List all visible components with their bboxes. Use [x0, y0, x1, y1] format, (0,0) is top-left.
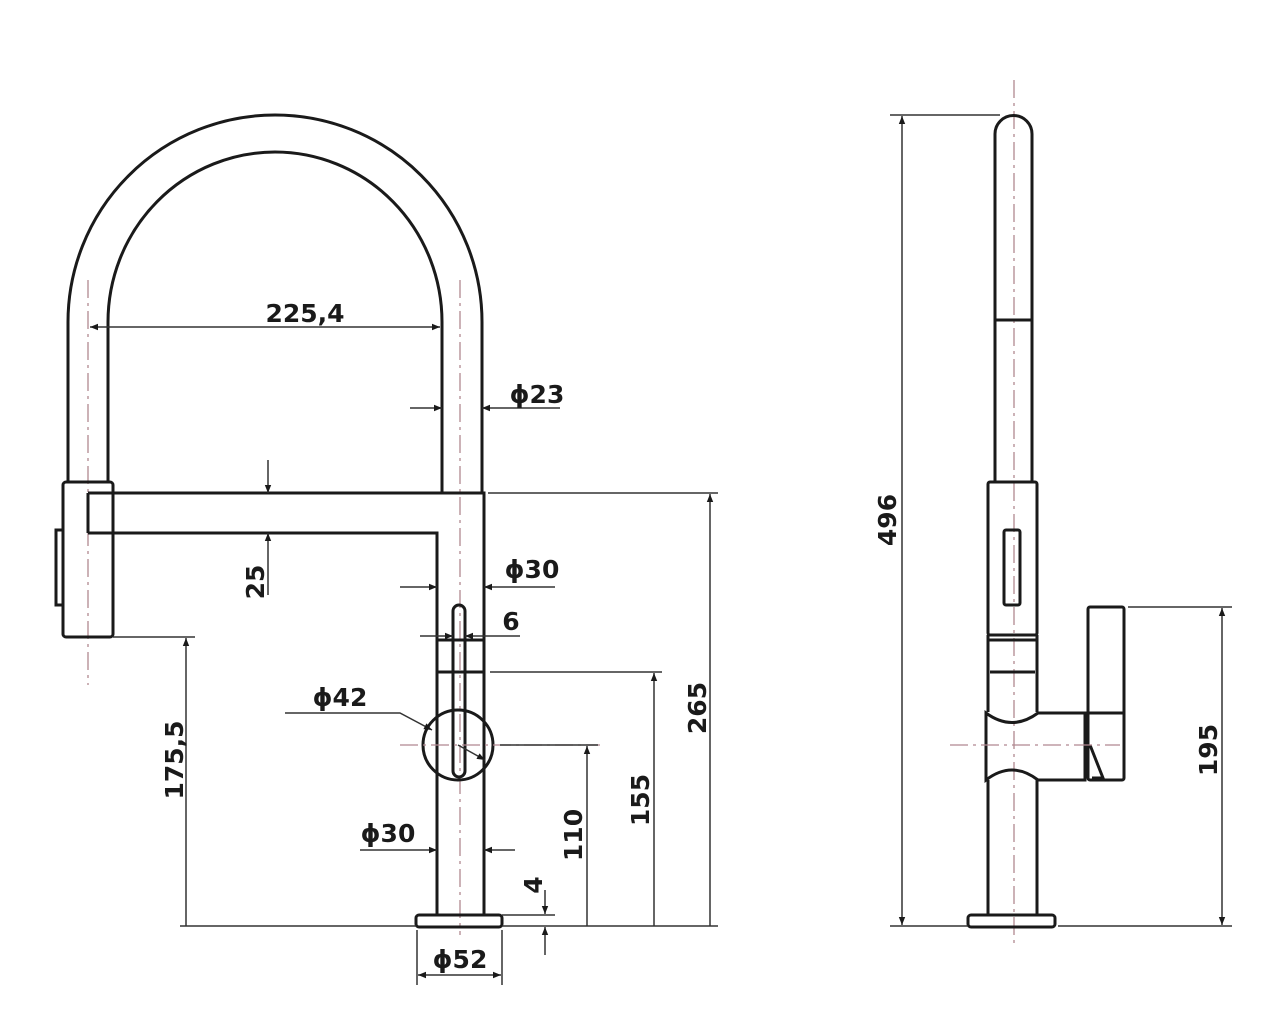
arch-inner	[106, 150, 444, 493]
dim-collar-height: 155	[626, 774, 655, 826]
dim-body-diameter-upper: ϕ30	[505, 555, 560, 584]
dim-spout-outlet-height: 175,5	[160, 720, 189, 799]
dim-total-height: 496	[873, 494, 902, 546]
side-lever	[1086, 605, 1126, 782]
dim-base-diameter: ϕ52	[433, 945, 488, 974]
spray-button	[54, 528, 65, 607]
dim-handle-center-height: 110	[559, 809, 588, 861]
side-view: 496 195	[873, 80, 1232, 945]
dim-arch-span: 225,4	[265, 299, 344, 328]
spout-pole	[993, 114, 1034, 482]
base-plate	[414, 913, 504, 929]
spray-body	[986, 480, 1039, 637]
horizontal-arm	[86, 491, 486, 915]
arch-outer	[66, 113, 484, 493]
handle-block	[984, 710, 1087, 784]
dim-arm-height: 25	[241, 565, 270, 600]
dim-body-diameter-lower: ϕ30	[361, 819, 416, 848]
dim-lever-width: 6	[502, 607, 519, 636]
dim-base-thickness: 4	[519, 876, 548, 893]
front-view: 225,4 ϕ23 25 ϕ30 6 ϕ42 ϕ30 175,5 110 155…	[54, 113, 718, 985]
dim-spout-diameter: ϕ23	[510, 380, 565, 409]
spray-slot	[1002, 528, 1022, 607]
dim-arm-top-height: 265	[683, 682, 712, 734]
lever	[451, 603, 467, 779]
dim-lever-top-height: 195	[1194, 724, 1223, 776]
side-base-plate	[966, 913, 1057, 929]
dim-handle-diameter: ϕ42	[313, 683, 368, 712]
